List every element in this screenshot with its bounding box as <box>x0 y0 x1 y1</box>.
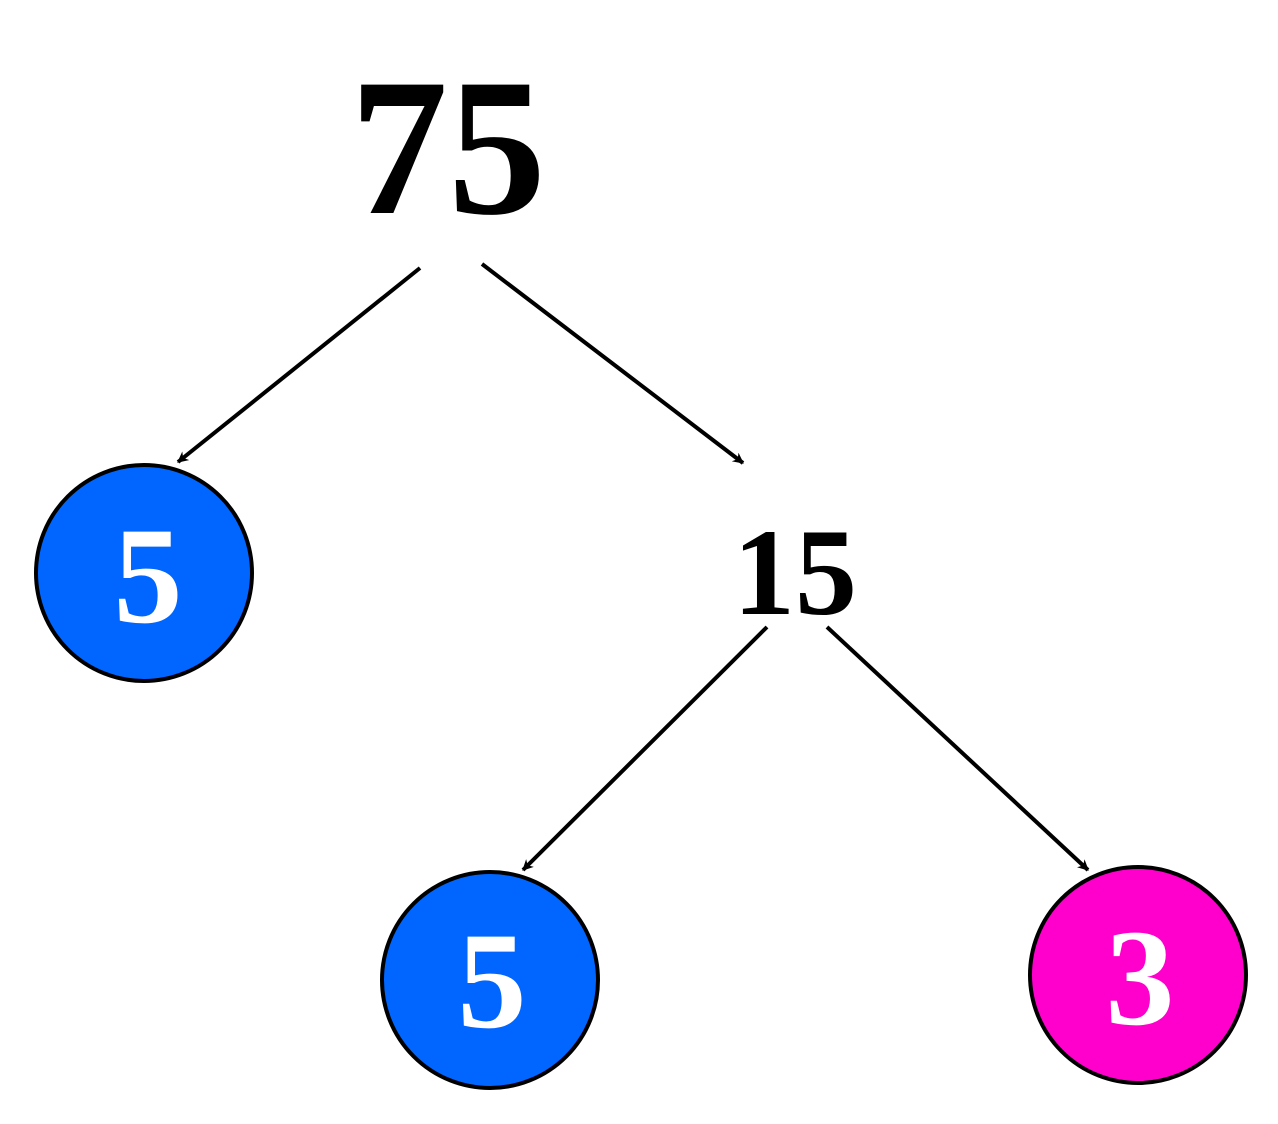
root-number: 75 <box>350 39 546 256</box>
prime-circle-bottom-right <box>1028 865 1248 1085</box>
edge-75-to-5 <box>176 266 422 464</box>
left-leaf-number: 5 <box>114 499 183 652</box>
bottom-right-leaf-number: 3 <box>1106 901 1175 1054</box>
prime-circle-bottom-left <box>380 870 600 1090</box>
bottom-left-leaf-number: 5 <box>458 904 527 1057</box>
edge-15-to-3 <box>825 625 1090 872</box>
prime-circle-left <box>34 463 254 683</box>
edge-15-to-5 <box>521 625 769 872</box>
edge-75-to-15 <box>480 262 745 465</box>
middle-number: 15 <box>733 504 857 641</box>
